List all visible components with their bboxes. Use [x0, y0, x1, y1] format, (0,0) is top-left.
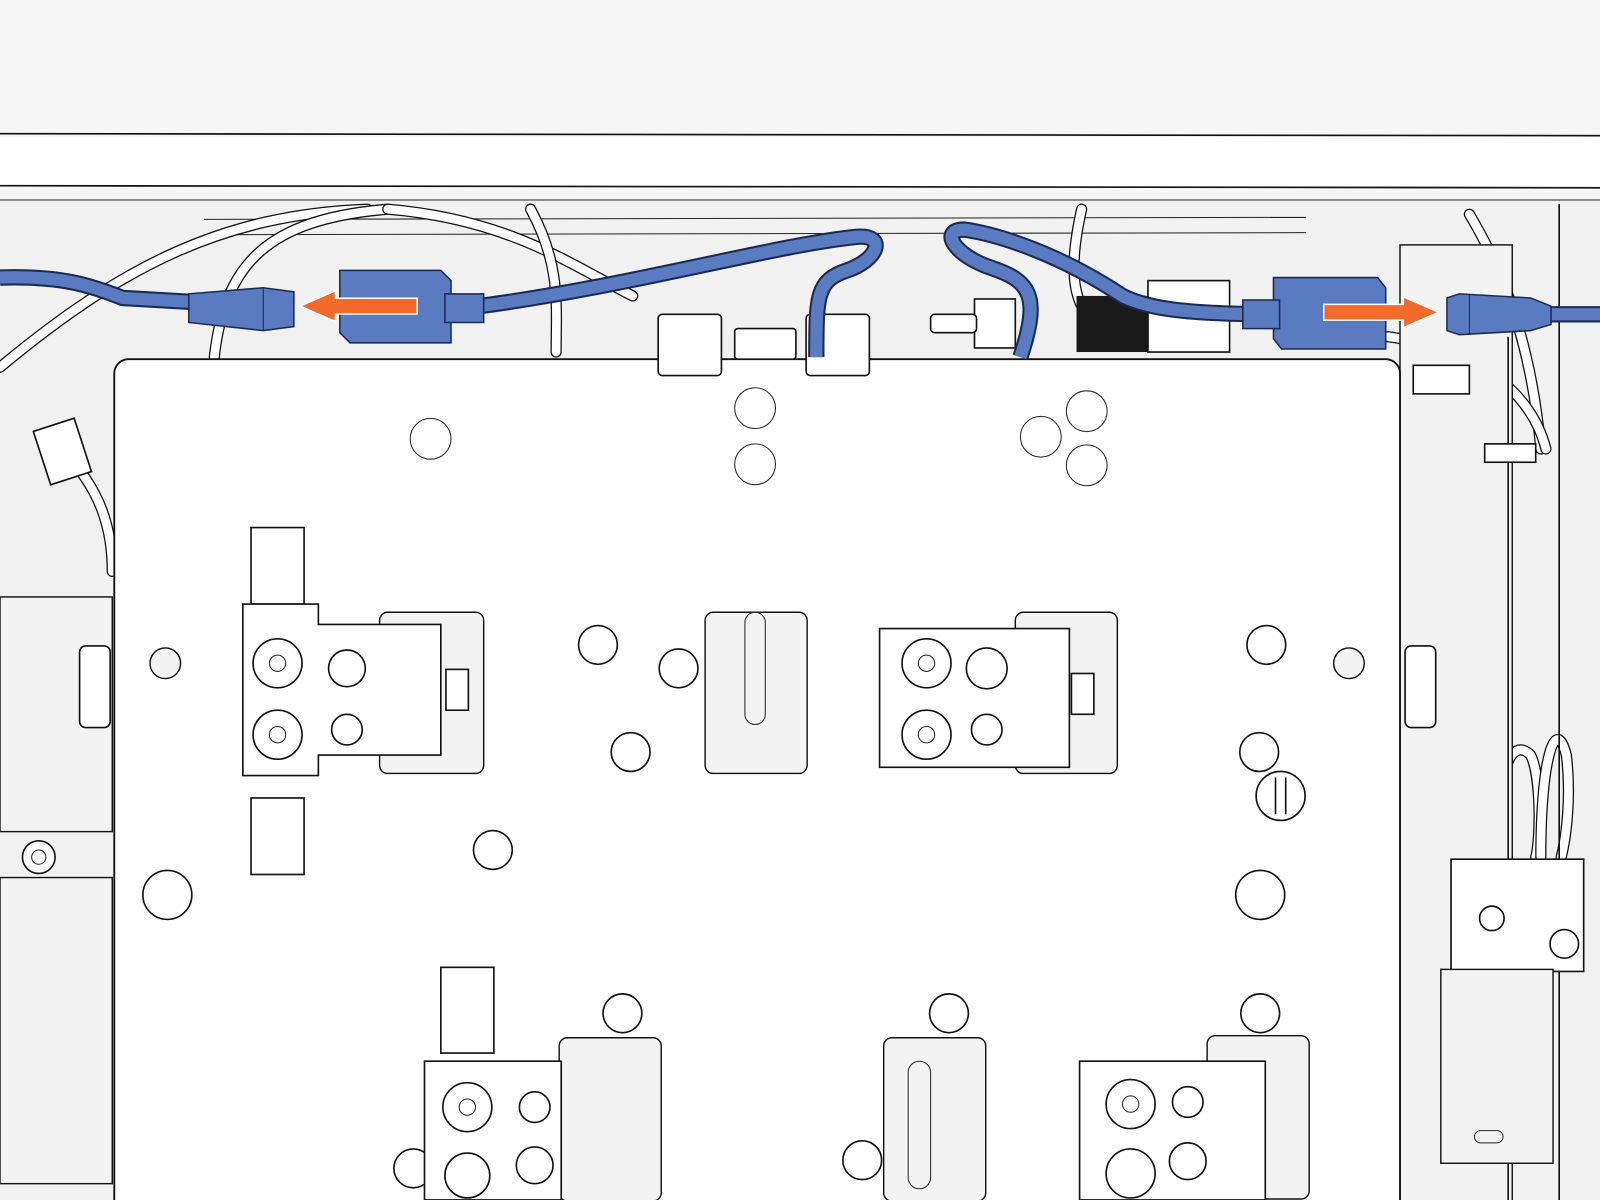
- side-clip-left: [78, 645, 112, 729]
- standoffs: [142, 387, 1365, 1189]
- top-housing: [0, 0, 1600, 135]
- connector-right-plug[interactable]: [1446, 293, 1552, 336]
- terminal-bracket-1: [242, 526, 485, 876]
- blue-cable: [0, 221, 1600, 360]
- housing-rail: [0, 136, 1600, 186]
- terminal-bracket-2: [878, 611, 1119, 775]
- terminal-bracket-4: [1078, 1035, 1310, 1200]
- side-clip-right: [1404, 645, 1437, 729]
- terminal-bracket-3: [423, 966, 662, 1200]
- hex-bolt-icon: [21, 840, 56, 875]
- cable-tie: [1483, 443, 1537, 464]
- left-block-lower: [0, 876, 113, 1185]
- arrow-right-icon: [1322, 295, 1441, 329]
- relay-module: [1440, 858, 1585, 1164]
- slotted-bracket-1: [704, 611, 808, 775]
- ferrite-clip: [32, 417, 93, 486]
- arrow-left-icon: [298, 289, 418, 323]
- small-connector: [1412, 364, 1471, 395]
- connector-left-plug[interactable]: [188, 286, 295, 332]
- slotted-bracket-2: [882, 1037, 987, 1200]
